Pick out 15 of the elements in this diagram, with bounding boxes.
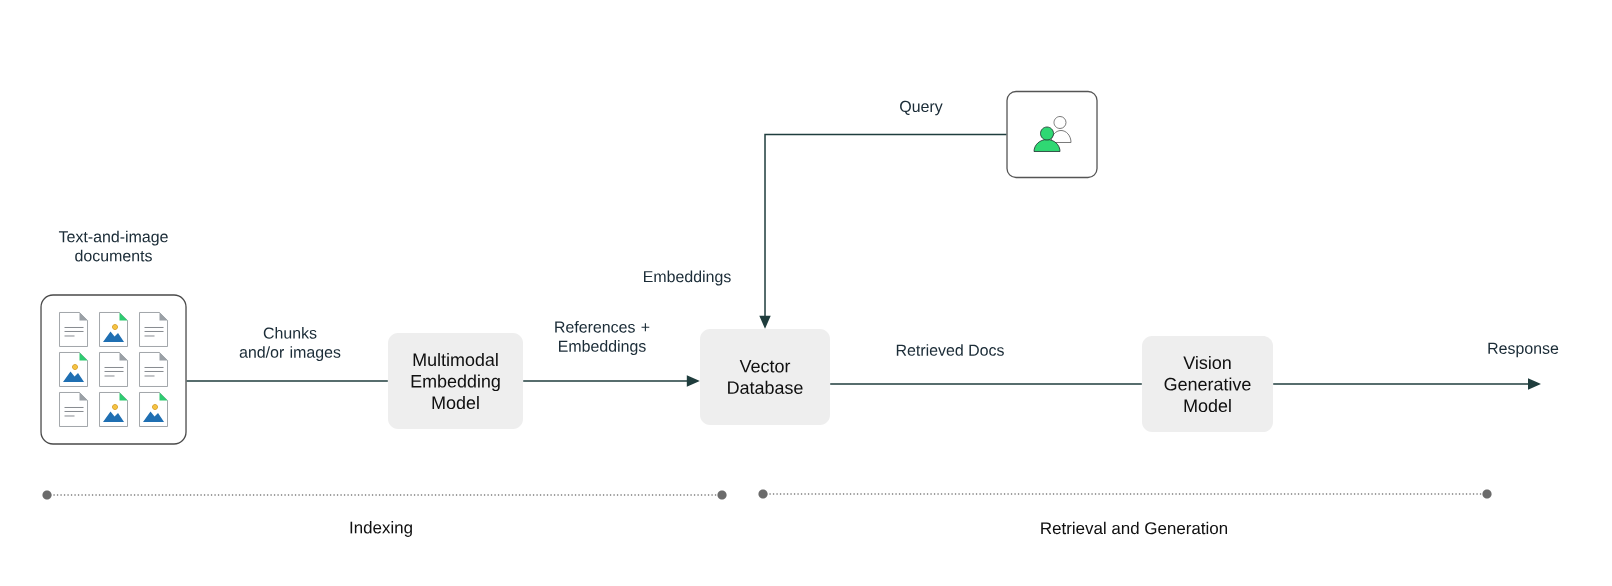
edge-label: Chunks and/or images: [239, 327, 341, 361]
edge-label: Query: [900, 100, 943, 116]
edge-label: Response: [1488, 342, 1559, 358]
process-box: Vector Database: [700, 329, 830, 425]
edge-label: References + Embeddings: [555, 321, 650, 355]
panel-heading: Text-and-image documents: [58, 230, 168, 262]
process-box: Multimodal Embedding Model: [388, 333, 523, 429]
phase-label: Retrieval and Generation: [1041, 521, 1227, 535]
connector-line: [185, 380, 389, 382]
connector-line: [829, 383, 1143, 385]
phase-label: Indexing: [350, 521, 412, 537]
user-box: [1006, 90, 1098, 179]
process-box: Vision Generative Model: [1142, 336, 1273, 432]
edge-label: Retrieved Docs: [896, 344, 1004, 356]
flow-label: Embeddings: [644, 270, 731, 286]
